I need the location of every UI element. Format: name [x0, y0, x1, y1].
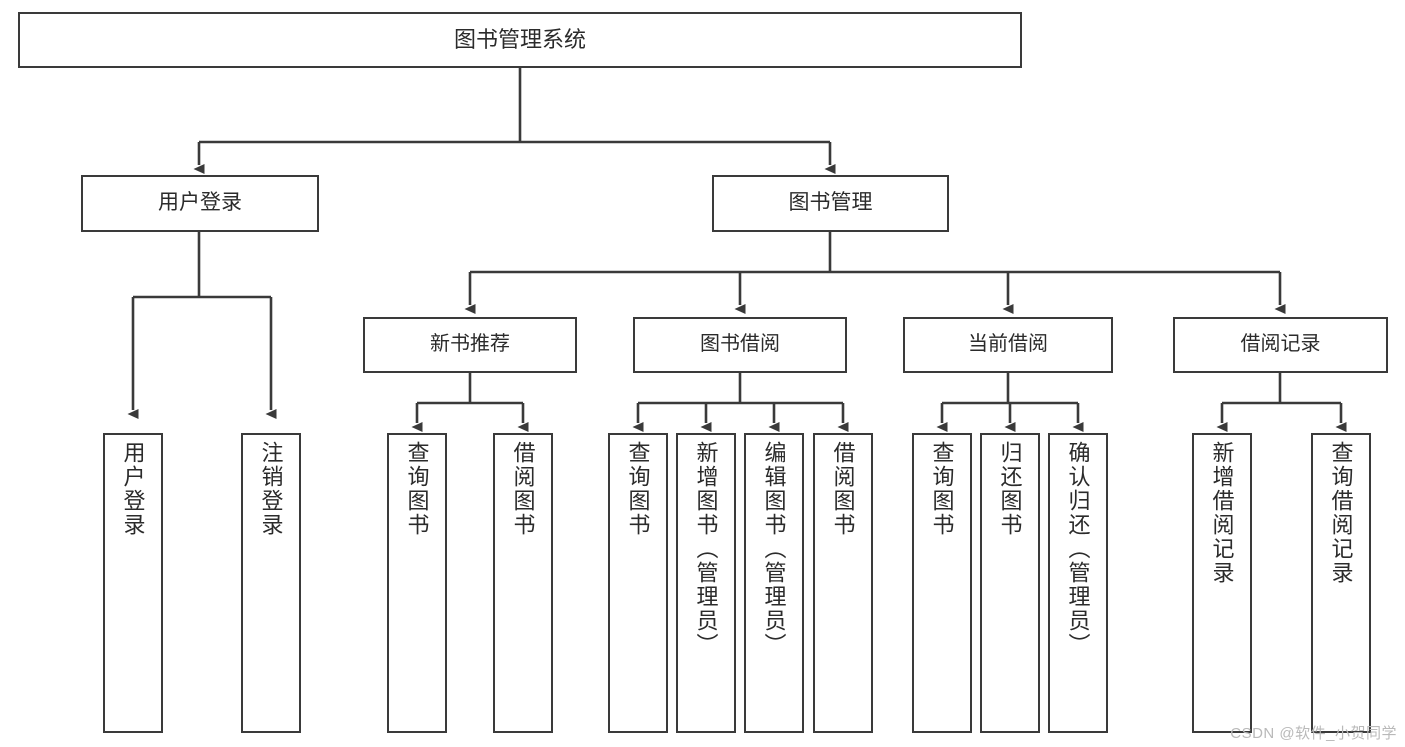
- leaf-book-borrow-query[interactable]: 查询图书: [608, 433, 668, 733]
- node-book-management[interactable]: 图书管理: [712, 175, 949, 232]
- leaf-borrow-record-query[interactable]: 查询借阅记录: [1311, 433, 1371, 733]
- leaf-book-borrow-query-label: 查询图书: [625, 441, 651, 537]
- leaf-new-book-query[interactable]: 查询图书: [387, 433, 447, 733]
- csdn-watermark: CSDN @软件_小贺同学: [1230, 725, 1397, 742]
- leaf-current-borrow-return[interactable]: 归还图书: [980, 433, 1040, 733]
- node-root-system-label: 图书管理系统: [453, 27, 586, 53]
- node-user-login-label: 用户登录: [158, 191, 242, 215]
- node-current-borrow-label: 当前借阅: [968, 333, 1048, 356]
- leaf-new-book-borrow[interactable]: 借阅图书: [493, 433, 553, 733]
- leaf-current-borrow-confirm-return-label: 确认归还（管理员）: [1065, 441, 1091, 657]
- leaf-book-borrow-edit[interactable]: 编辑图书（管理员）: [744, 433, 804, 733]
- leaf-current-borrow-query-label: 查询图书: [929, 441, 955, 537]
- node-book-borrow[interactable]: 图书借阅: [633, 317, 847, 373]
- leaf-user-login-signout[interactable]: 注销登录: [241, 433, 301, 733]
- leaf-book-borrow-add[interactable]: 新增图书（管理员）: [676, 433, 736, 733]
- node-book-borrow-label: 图书借阅: [700, 333, 780, 356]
- node-new-book-recommend[interactable]: 新书推荐: [363, 317, 577, 373]
- leaf-borrow-record-query-label: 查询借阅记录: [1328, 441, 1354, 585]
- leaf-borrow-record-add[interactable]: 新增借阅记录: [1192, 433, 1252, 733]
- leaf-book-borrow-edit-label: 编辑图书（管理员）: [761, 441, 787, 657]
- leaf-user-login-signin[interactable]: 用户登录: [103, 433, 163, 733]
- leaf-book-borrow-lend-label: 借阅图书: [830, 441, 856, 537]
- leaf-current-borrow-query[interactable]: 查询图书: [912, 433, 972, 733]
- leaf-current-borrow-return-label: 归还图书: [997, 441, 1023, 537]
- node-new-book-recommend-label: 新书推荐: [430, 333, 510, 356]
- leaf-current-borrow-confirm-return[interactable]: 确认归还（管理员）: [1048, 433, 1108, 733]
- leaf-book-borrow-lend[interactable]: 借阅图书: [813, 433, 873, 733]
- leaf-book-borrow-add-label: 新增图书（管理员）: [693, 441, 719, 657]
- node-book-management-label: 图书管理: [788, 191, 873, 215]
- leaf-borrow-record-add-label: 新增借阅记录: [1209, 441, 1235, 585]
- leaf-user-login-signin-label: 用户登录: [120, 441, 146, 537]
- leaf-user-login-signout-label: 注销登录: [258, 441, 284, 537]
- node-borrow-record[interactable]: 借阅记录: [1173, 317, 1388, 373]
- node-root-system[interactable]: 图书管理系统: [18, 12, 1022, 68]
- node-user-login[interactable]: 用户登录: [81, 175, 319, 232]
- leaf-new-book-query-label: 查询图书: [404, 441, 430, 537]
- leaf-new-book-borrow-label: 借阅图书: [510, 441, 536, 537]
- node-current-borrow[interactable]: 当前借阅: [903, 317, 1113, 373]
- node-borrow-record-label: 借阅记录: [1240, 333, 1321, 356]
